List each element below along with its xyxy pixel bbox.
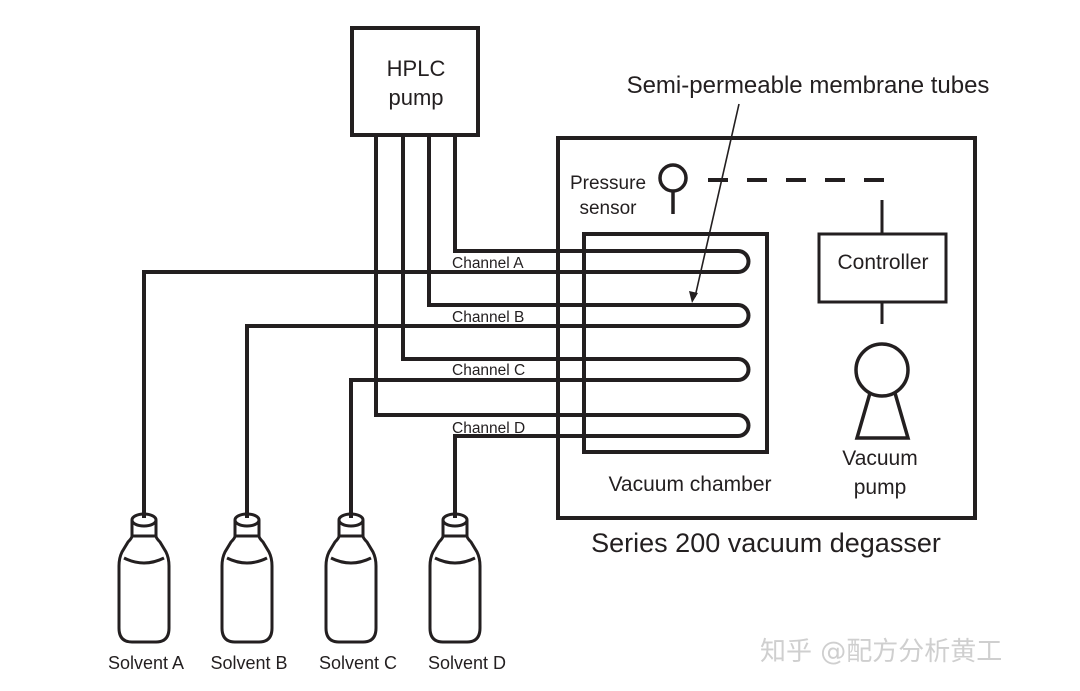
- vacuum-pump-label-line2: pump: [854, 476, 907, 499]
- channel-c-label: Channel C: [452, 362, 525, 379]
- membrane-pointer-arrow: [689, 103, 740, 303]
- solvent-d-label: Solvent D: [428, 653, 506, 673]
- channel-b-label: Channel B: [452, 309, 524, 326]
- pressure-sensor-label-line1: Pressure: [570, 173, 646, 194]
- solvent-bottle-a: [117, 512, 171, 644]
- pressure-sensor-label-line2: sensor: [579, 198, 637, 219]
- channel-d-label: Channel D: [452, 420, 525, 437]
- vacuum-chamber-label: Vacuum chamber: [608, 473, 771, 496]
- degasser-label: Series 200 vacuum degasser: [591, 528, 941, 558]
- channel-a-label: Channel A: [452, 255, 524, 272]
- vacuum-chamber-box: [582, 232, 769, 454]
- solvent-c-label: Solvent C: [319, 653, 397, 673]
- solvent-bottle-c: [324, 512, 378, 644]
- channel-a-tube: [142, 135, 751, 518]
- vacuum-pump-icon: [854, 342, 911, 440]
- solvent-b-label: Solvent B: [210, 653, 287, 673]
- hplc-pump-label-line1: HPLC: [387, 56, 446, 81]
- channel-d-tube: [374, 135, 751, 518]
- channel-b-tube: [245, 135, 751, 518]
- solvent-bottle-b: [220, 512, 274, 644]
- pressure-sensor-icon: [658, 163, 688, 193]
- membrane-tubes-label: Semi-permeable membrane tubes: [627, 72, 990, 99]
- solvent-bottles: [117, 512, 482, 644]
- watermark: 知乎 @配方分析黄工: [760, 637, 1002, 667]
- controller-label: Controller: [837, 251, 928, 274]
- channel-c-tube: [349, 135, 751, 518]
- hplc-pump-label-line2: pump: [388, 85, 443, 110]
- vacuum-pump-label-line1: Vacuum: [842, 447, 917, 470]
- solvent-bottle-d: [428, 512, 482, 644]
- hplc-pump-box: [350, 26, 480, 137]
- solvent-a-label: Solvent A: [108, 653, 184, 673]
